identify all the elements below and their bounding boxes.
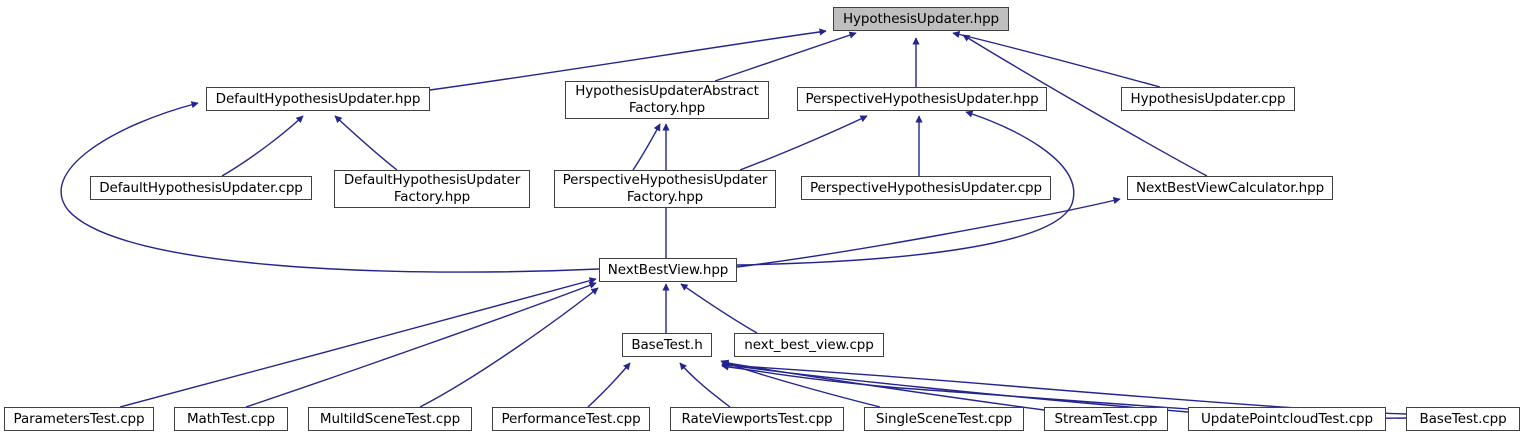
graph-node[interactable]: DefaultHypothesisUpdater.hpp — [206, 87, 430, 111]
graph-node-label: BaseTest.cpp — [1419, 410, 1507, 427]
graph-node-label: DefaultHypothesisUpdater.cpp — [99, 179, 303, 196]
graph-node-label: UpdatePointcloudTest.cpp — [1200, 410, 1373, 427]
dependency-edge — [429, 28, 827, 91]
graph-node-label: PerformanceTest.cpp — [501, 410, 641, 427]
graph-node-label: HypothesisUpdater.cpp — [1130, 90, 1286, 107]
graph-node[interactable]: HypothesisUpdater.cpp — [1121, 87, 1295, 111]
graph-node[interactable]: PerspectiveHypothesisUpdater Factory.hpp — [554, 170, 776, 208]
graph-node[interactable]: BaseTest.cpp — [1406, 407, 1520, 431]
dependency-edge — [680, 283, 758, 334]
graph-node-label: PerspectiveHypothesisUpdater.cpp — [810, 179, 1042, 196]
dependency-edge — [119, 277, 597, 408]
graph-node-label: PerspectiveHypothesisUpdater Factory.hpp — [562, 172, 768, 205]
dependency-edge — [962, 34, 1208, 177]
graph-node[interactable]: next_best_view.cpp — [734, 333, 884, 357]
graph-node-root[interactable]: HypothesisUpdater.hpp — [833, 7, 1009, 31]
graph-node[interactable]: MathTest.cpp — [174, 407, 288, 431]
graph-node[interactable]: PerspectiveHypothesisUpdater.cpp — [801, 176, 1051, 200]
graph-node[interactable]: PerspectiveHypothesisUpdater.hpp — [797, 87, 1047, 111]
dependency-edge — [714, 31, 857, 82]
graph-node[interactable]: MultiIdSceneTest.cpp — [308, 407, 472, 431]
dependency-edge — [632, 123, 661, 171]
graph-node[interactable]: SingleSceneTest.cpp — [864, 407, 1024, 431]
graph-node[interactable]: NextBestView.hpp — [599, 258, 737, 282]
dependency-edge — [419, 287, 599, 408]
graph-node-label: DefaultHypothesisUpdater Factory.hpp — [343, 172, 521, 205]
graph-node-label: NextBestViewCalculator.hpp — [1135, 179, 1325, 196]
dependency-edge — [952, 30, 1161, 88]
dependency-edge — [739, 115, 868, 171]
graph-node-label: NextBestView.hpp — [607, 261, 729, 278]
graph-node[interactable]: DefaultHypothesisUpdater.cpp — [90, 176, 312, 200]
graph-node-label: HypothesisUpdaterAbstract Factory.hpp — [575, 83, 759, 116]
graph-node-label: RateViewportsTest.cpp — [681, 410, 833, 427]
graph-node[interactable]: BaseTest.h — [622, 333, 712, 357]
graph-node[interactable]: RateViewportsTest.cpp — [670, 407, 844, 431]
graph-node[interactable]: NextBestViewCalculator.hpp — [1127, 176, 1333, 200]
graph-node-label: MathTest.cpp — [186, 410, 275, 427]
graph-node-label: next_best_view.cpp — [744, 336, 874, 353]
graph-node-label: ParametersTest.cpp — [13, 410, 145, 427]
dependency-edge — [587, 362, 631, 408]
dependency-edge — [736, 110, 1075, 266]
dependency-edge — [245, 281, 597, 408]
dependency-edge — [221, 115, 304, 177]
graph-node-label: StreamTest.cpp — [1054, 410, 1158, 427]
graph-node[interactable]: StreamTest.cpp — [1044, 407, 1168, 431]
edges — [60, 28, 1407, 419]
dependency-edge — [679, 362, 731, 408]
graph-node[interactable]: UpdatePointcloudTest.cpp — [1188, 407, 1386, 431]
graph-node-label: DefaultHypothesisUpdater.hpp — [215, 90, 421, 107]
graph-node-label: HypothesisUpdater.hpp — [842, 10, 1000, 27]
dependency-edge — [721, 361, 1189, 413]
graph-node[interactable]: ParametersTest.cpp — [4, 407, 154, 431]
graph-node-label: BaseTest.h — [631, 336, 703, 353]
graph-node[interactable]: PerformanceTest.cpp — [492, 407, 650, 431]
graph-node-label: SingleSceneTest.cpp — [875, 410, 1013, 427]
graph-node-label: PerspectiveHypothesisUpdater.hpp — [805, 90, 1039, 107]
dependency-edge — [60, 101, 600, 273]
dependency-edge — [736, 196, 1121, 268]
graph-node-label: MultiIdSceneTest.cpp — [319, 410, 461, 427]
graph-node[interactable]: HypothesisUpdaterAbstract Factory.hpp — [565, 81, 769, 119]
graph-node[interactable]: DefaultHypothesisUpdater Factory.hpp — [334, 170, 530, 208]
dependency-edge — [334, 115, 398, 171]
